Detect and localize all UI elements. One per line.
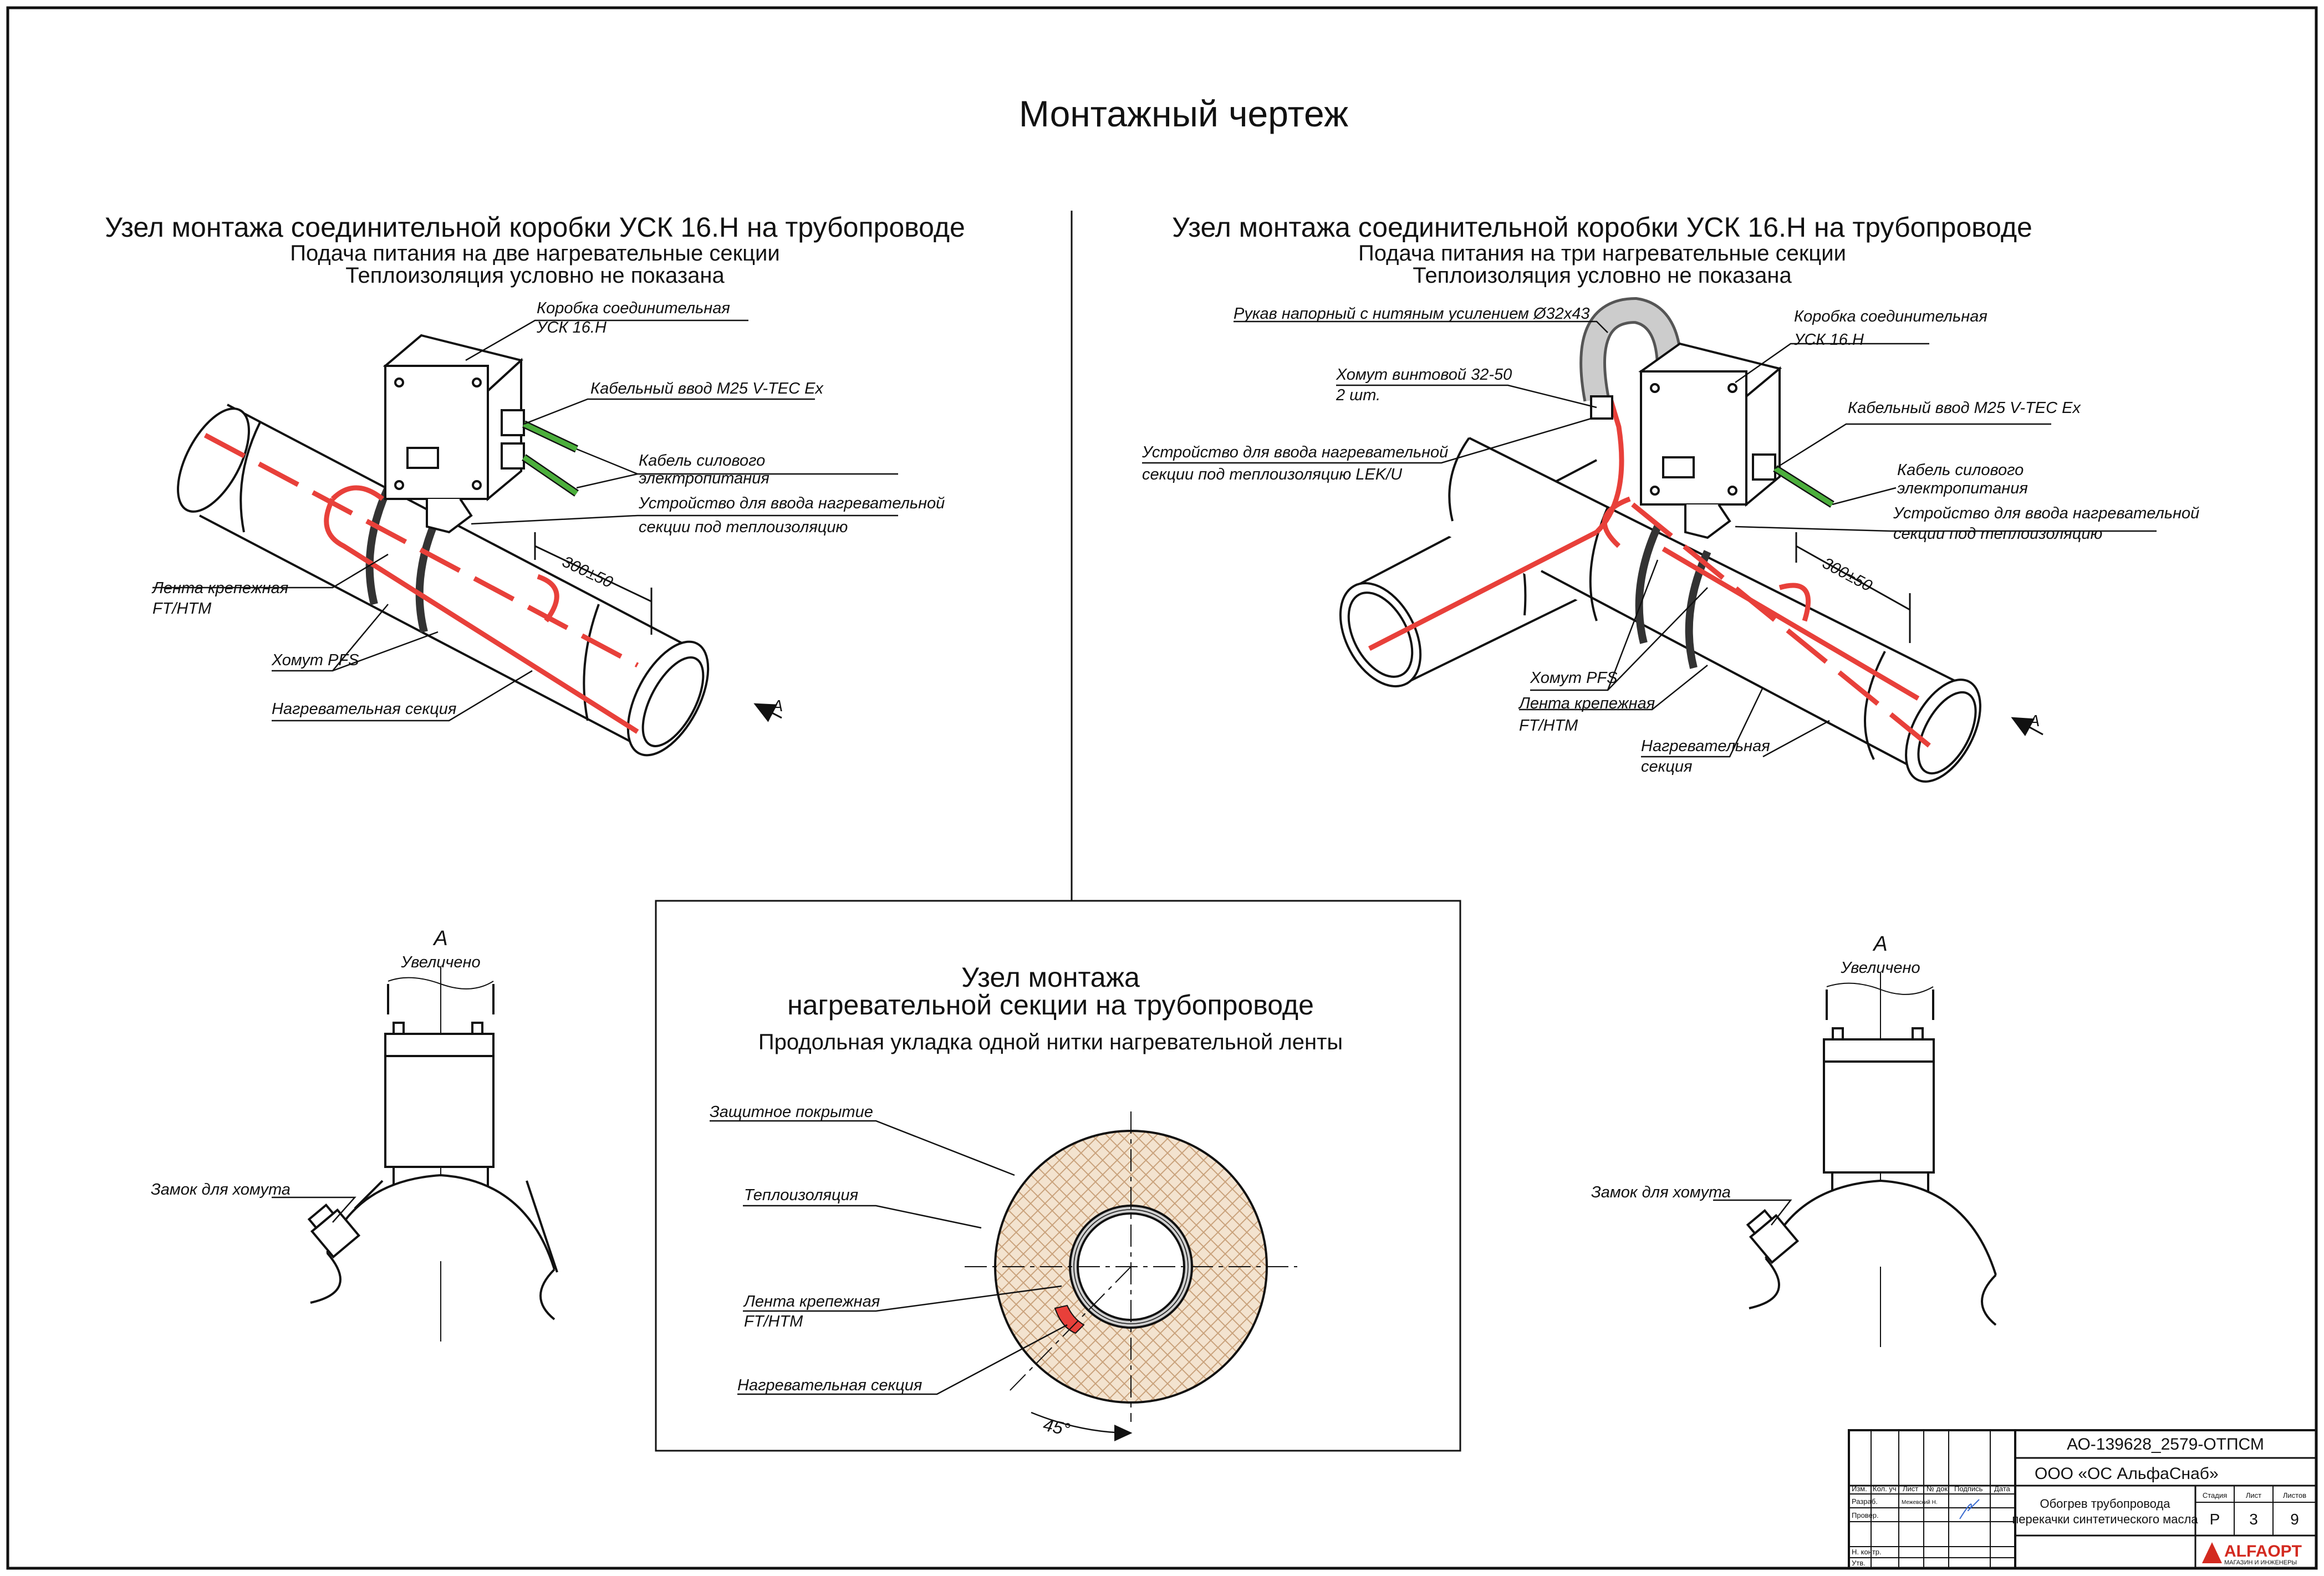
tb-col-data: Дата [1994,1485,2011,1493]
tb-col-kol: Кол. уч [1873,1485,1897,1493]
left-label-box-2: УСК 16.Н [536,319,607,336]
right-label-section-1: Нагревательная [1641,737,1770,755]
left-label-tape-1: Лента крепежная [151,579,288,597]
right-label-cable-1: Кабель силового [1897,461,2024,479]
right-label-section-2: секция [1641,758,1693,776]
left-label-section: Нагревательная секция [272,700,456,718]
section-view: Узел монтажа нагревательной секции на тр… [710,962,1343,1441]
tb-razrab-name: Межевский Н. [1902,1500,1938,1506]
detail-left-letter: А [432,927,447,950]
tb-prover: Провер. [1852,1511,1879,1519]
left-label-clamp: Хомут PFS [271,651,359,669]
right-view-subtitle-2: Теплоизоляция условно не показана [1413,263,1792,288]
left-label-cable-2: электропитания [639,470,769,487]
right-label-clamp-screw-2: 2 шт. [1336,386,1380,404]
right-dim-label: 300±50 [1820,554,1875,595]
section-label-cover: Защитное покрытие [710,1103,873,1121]
section-label-tape-2: FT/HTM [744,1313,803,1330]
left-heating-line-top [203,433,639,667]
title-block [1848,1429,2317,1569]
right-view: Узел монтажа соединительной коробки УСК … [1141,212,2199,783]
section-angle-label: 45° [1042,1415,1072,1440]
heating-section-profile [1054,1304,1085,1334]
tb-sheets: 9 [2290,1511,2299,1528]
tb-name-1: Обогрев трубопровода [2040,1497,2170,1511]
left-view-subtitle-1: Подача питания на две нагревательные сек… [290,241,779,266]
svg-text:ALFAOPT: ALFAOPT [2224,1542,2302,1560]
tb-company: ООО «ОС АльфаСнаб» [2035,1465,2219,1483]
right-label-tape-1: Лента крепежная [1518,695,1655,712]
section-label-tape-1: Лента крепежная [743,1293,880,1310]
detail-left-caption: Увеличено [400,953,480,971]
left-label-tape-2: FT/HTM [152,600,212,618]
right-label-box-1: Коробка соединительная [1794,308,1987,325]
right-label-device-1: Устройство для ввода нагревательной [1893,504,2199,522]
right-arrow-label: А [2028,712,2040,730]
left-label-box-1: Коробка соединительная [537,299,730,317]
tb-sheet-header: Лист [2246,1491,2261,1500]
tb-utv: Утв. [1852,1559,1866,1567]
detail-right-letter: А [1872,932,1887,956]
tb-col-podp: Подпись [1954,1485,1983,1493]
left-arrow-label: А [771,697,783,715]
section-title-1: Узел монтажа [961,962,1140,993]
section-title-2: нагревательной секции на трубопроводе [787,990,1314,1021]
section-subtitle: Продольная укладка одной нитки нагревате… [758,1030,1343,1054]
right-label-device-2: секции под теплоизоляцию [1893,525,2102,543]
right-label-hose: Рукав напорный с нитяным усилением Ø32x4… [1234,305,1590,323]
detail-a-left [307,967,558,1342]
tb-col-izm: Изм. [1852,1485,1867,1493]
svg-text:МАГАЗИН И ИНЖЕНЕРЫ: МАГАЗИН И ИНЖЕНЕРЫ [2224,1559,2297,1566]
right-heating-line-branch [1368,529,1598,651]
tb-sheets-header: Листов [2283,1491,2306,1500]
right-label-cable-2: электропитания [1897,480,2028,497]
tb-name-2: перекачки синтетического масла [2012,1512,2198,1526]
sheet-frame [6,6,2318,1570]
tb-doc-code: АО-139628_2579-ОТПСМ [2067,1435,2264,1453]
tb-col-ndok: № док [1927,1485,1948,1493]
left-view-title: Узел монтажа соединительной коробки УСК … [105,212,965,243]
detail-right-lock: Замок для хомута [1591,1184,1731,1201]
right-label-entry: Кабельный ввод М25 V-TEC Ex [1848,399,2081,417]
right-label-box-2: УСК 16.Н [1793,331,1864,349]
tb-col-list: Лист [1903,1485,1918,1493]
left-label-device-2: секции под теплоизоляцию [639,518,848,536]
tb-stage-header: Стадия [2203,1491,2227,1500]
left-view-subtitle-2: Теплоизоляция условно не показана [345,263,725,288]
main-title: Монтажный чертеж [1019,93,1348,134]
tb-sheet: 3 [2249,1511,2258,1528]
left-label-entry: Кабельный ввод М25 V-TEC Ex [590,380,824,397]
right-label-lek-2: секции под теплоизоляцию LEK/U [1142,466,1403,483]
left-label-cable-1: Кабель силового [639,452,765,470]
right-junction-box [1638,342,1782,539]
section-view-frame [655,900,1461,1452]
section-label-section: Нагревательная секция [737,1376,922,1394]
alfaopt-logo: ALFAOPT МАГАЗИН И ИНЖЕНЕРЫ [2202,1542,2302,1566]
tb-stage: Р [2210,1511,2220,1528]
left-junction-box [383,334,525,534]
right-label-lek-1: Устройство для ввода нагревательной [1141,443,1448,461]
right-view-subtitle-1: Подача питания на три нагревательные сек… [1358,241,1846,266]
right-label-clamp: Хомут PFS [1530,669,1618,687]
left-heating-line-bottom [324,497,639,734]
right-view-title: Узел монтажа соединительной коробки УСК … [1172,212,2032,243]
right-label-tape-2: FT/HTM [1519,717,1578,735]
detail-right-caption: Увеличено [1840,959,1920,977]
detail-a-right [1746,973,1997,1347]
tb-nkontr: Н. контр. [1852,1548,1882,1556]
tb-razrab: Разраб. [1852,1497,1878,1506]
left-label-device-1: Устройство для ввода нагревательной [638,494,945,512]
right-label-clamp-screw-1: Хомут винтовой 32-50 [1336,366,1512,384]
left-view: Узел монтажа соединительной коробки УСК … [105,212,965,757]
detail-left-lock: Замок для хомута [151,1181,290,1198]
right-pipe [1339,437,1981,783]
section-label-insulation: Теплоизоляция [744,1186,858,1204]
